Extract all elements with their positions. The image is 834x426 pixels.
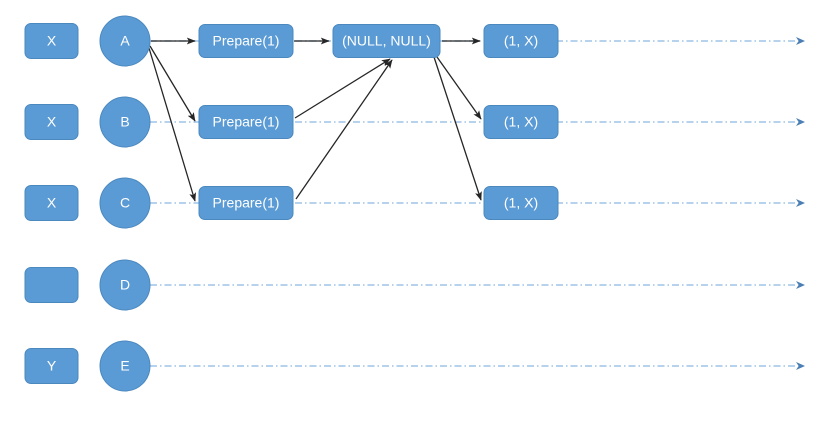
event-box-label-a-result: (1, X) <box>504 33 538 49</box>
actor-label-row-d: D <box>120 277 130 293</box>
state-box-label-row-e: Y <box>47 358 57 374</box>
actor-label-row-a: A <box>120 33 130 49</box>
state-box-row-e[interactable] <box>24 348 79 384</box>
event-box-label-b-prepare: Prepare(1) <box>213 114 280 130</box>
event-box-label-c-result: (1, X) <box>504 195 538 211</box>
event-box-b-prepare[interactable] <box>198 105 294 139</box>
actor-label-row-b: B <box>120 114 129 130</box>
event-box-label-c-prepare: Prepare(1) <box>213 195 280 211</box>
message-msg-a-to-b-prepare <box>149 45 196 122</box>
state-box-label-row-b: X <box>47 114 57 130</box>
message-msg-a-to-c-prepare <box>148 47 196 202</box>
actor-circle-row-a[interactable] <box>99 15 151 67</box>
event-box-a-result[interactable] <box>483 24 559 58</box>
event-box-label-a-prepare: Prepare(1) <box>213 33 280 49</box>
event-box-a-prepare[interactable] <box>198 24 294 58</box>
event-box-a-null[interactable] <box>332 24 441 58</box>
messages-layer <box>148 37 482 202</box>
message-msg-null-to-c-result <box>433 56 482 201</box>
event-box-b-result[interactable] <box>483 105 559 139</box>
actor-circle-row-d[interactable] <box>99 259 151 311</box>
event-box-c-prepare[interactable] <box>198 186 294 220</box>
actor-circle-row-c[interactable] <box>99 177 151 229</box>
actor-circle-row-b[interactable] <box>99 96 151 148</box>
event-box-c-result[interactable] <box>483 186 559 220</box>
state-box-row-c[interactable] <box>24 185 79 221</box>
event-box-label-a-null: (NULL, NULL) <box>342 33 431 49</box>
state-box-row-d[interactable] <box>24 267 79 303</box>
nodes-layer: X A Prepare(1) (NULL, NULL) (1, X) X B Prepare(… <box>24 15 559 392</box>
message-msg-b-prepare-to-null <box>294 58 391 119</box>
state-box-row-a[interactable] <box>24 23 79 59</box>
state-box-row-b[interactable] <box>24 104 79 140</box>
state-box-label-row-a: X <box>47 33 57 49</box>
actor-circle-row-e[interactable] <box>99 340 151 392</box>
event-box-label-b-result: (1, X) <box>504 114 538 130</box>
state-box-label-row-c: X <box>47 195 57 211</box>
actor-label-row-e: E <box>120 358 129 374</box>
message-msg-null-to-b-result <box>436 56 482 120</box>
actor-label-row-c: C <box>120 195 130 211</box>
message-msg-c-prepare-to-null <box>295 59 393 200</box>
